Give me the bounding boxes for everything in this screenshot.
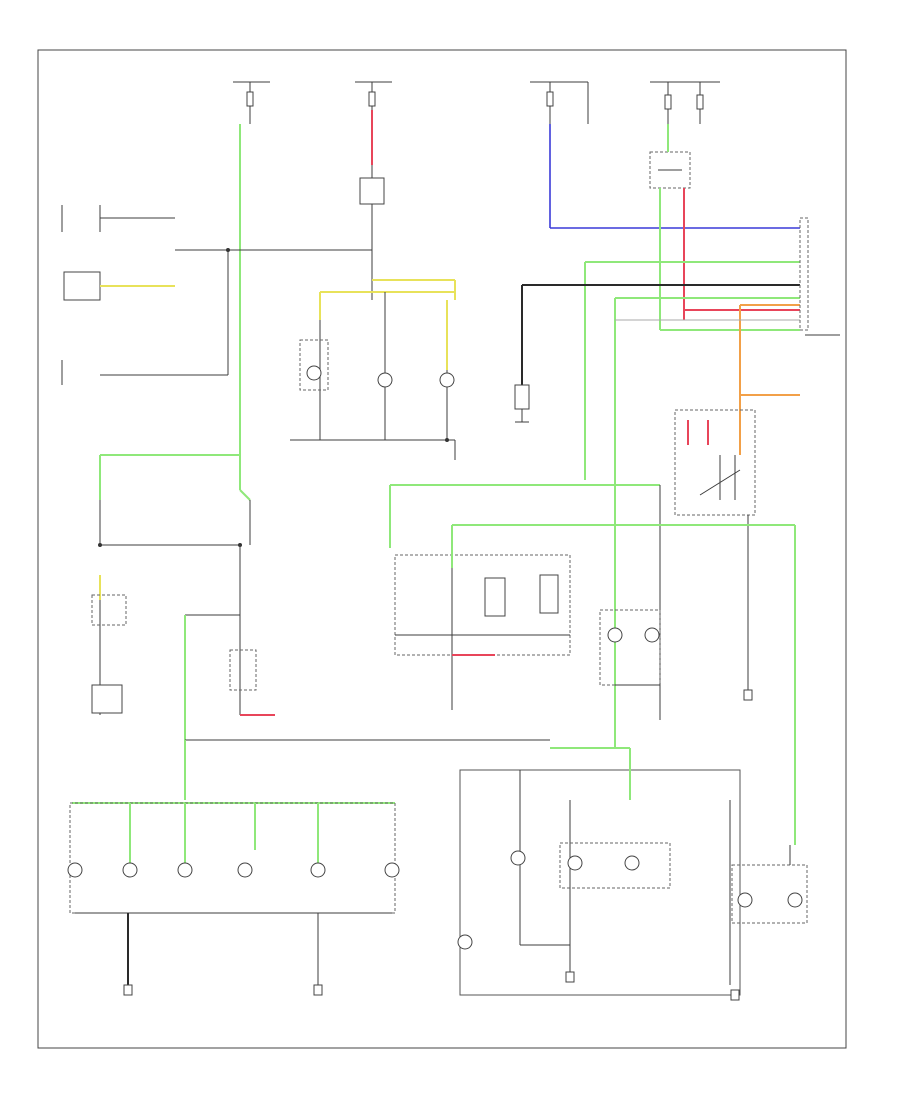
- main-wires: [239, 110, 800, 501]
- top-fuse-sources: [233, 81, 720, 189]
- bottom-right-assembly: [457, 525, 808, 1001]
- left-sources: [61, 205, 372, 385]
- center-meter: [389, 484, 795, 720]
- right-harness: [514, 217, 840, 748]
- right-switch-block: [674, 409, 756, 701]
- center-lamp-group: [290, 279, 456, 460]
- diagram-frame: [37, 49, 847, 1049]
- left-switch-chain: [91, 454, 275, 740]
- bottom-left-lamps: [67, 739, 550, 996]
